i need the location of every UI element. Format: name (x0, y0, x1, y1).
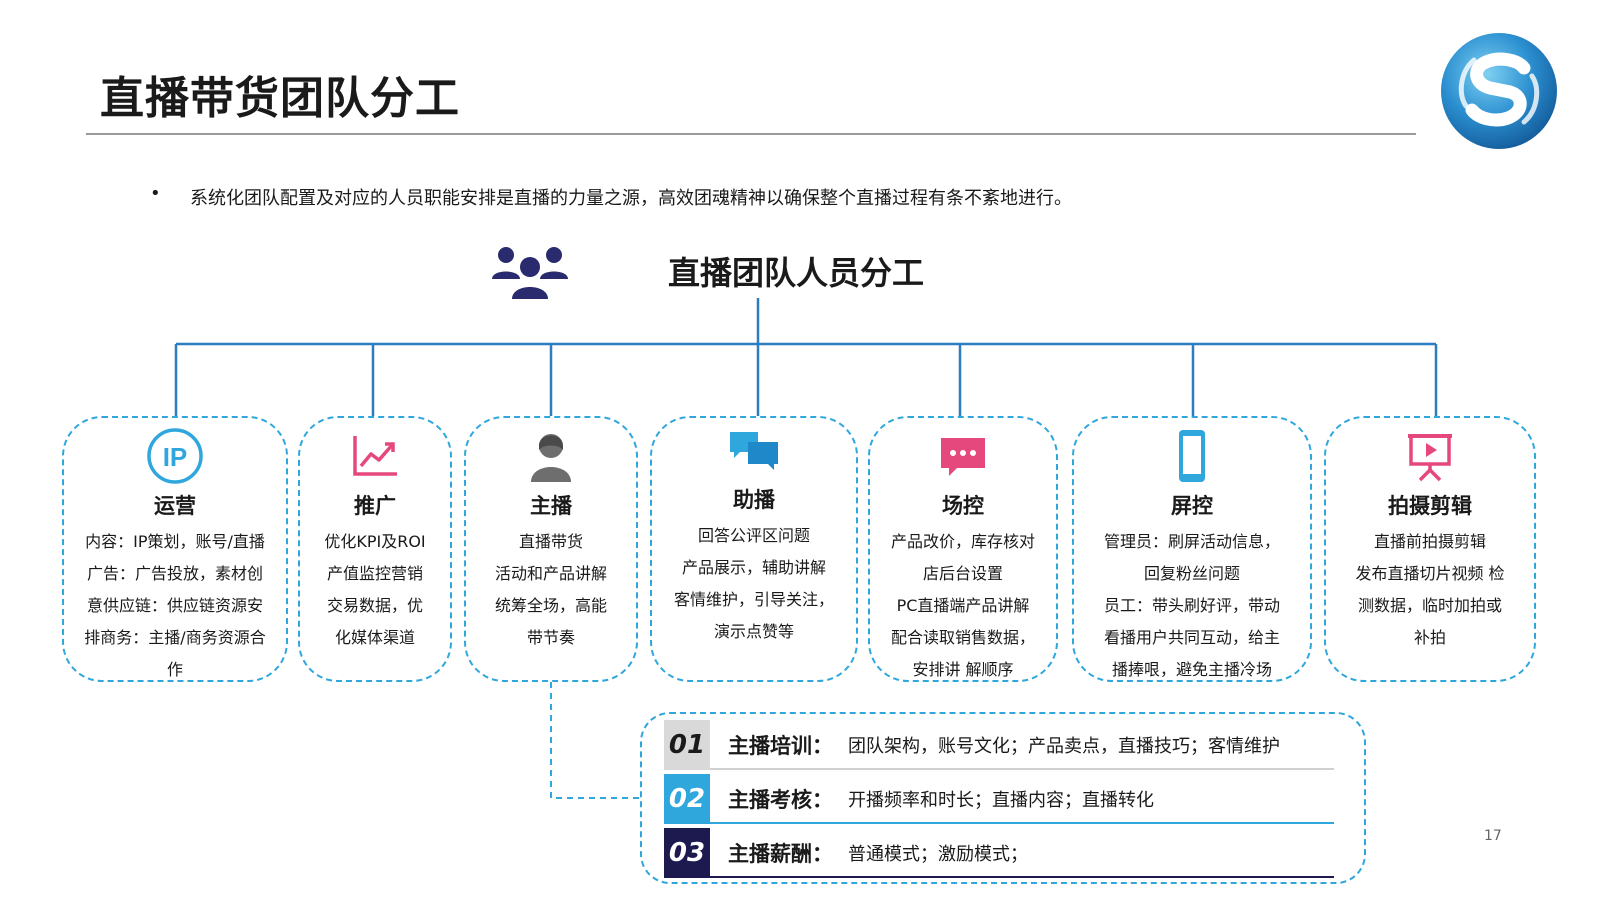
message-icon (941, 438, 985, 476)
video-presentation-icon (1408, 434, 1452, 482)
phone-icon (1179, 430, 1205, 482)
training-label: 主播薪酬： (728, 842, 833, 866)
training-description: 开播频率和时长；直播内容；直播转化 (848, 790, 1154, 811)
role-card-screen-control: 屏控 管理员：刷屏活动信息， 回复粉丝问题 员工：带头刷好评，带动 看播用户共同… (1072, 416, 1312, 682)
role-duty-line: 广告：广告投放，素材创 (86, 564, 263, 583)
row-divider (710, 822, 1334, 824)
role-duty-line: 化媒体渠道 (334, 628, 415, 647)
role-duty-line: 统筹全场，高能 (494, 596, 607, 615)
role-duty-line: 排商务：主播/商务资源合 (84, 628, 266, 647)
training-label: 主播培训： (728, 734, 833, 758)
role-duty-line: 配合读取销售数据， (890, 628, 1035, 647)
ip-icon: IP (147, 428, 203, 484)
company-logo-icon (1441, 33, 1557, 149)
role-duty-line: 活动和产品讲解 (494, 564, 607, 583)
role-duty-line: PC直播端产品讲解 (896, 596, 1030, 615)
role-duty-line: 发布直播切片视频 检 (1355, 564, 1505, 583)
role-duty-line: 意供应链：供应链资源安 (86, 596, 263, 615)
page-number: 17 (1484, 828, 1502, 844)
training-row-assessment: 02 主播考核： 开播频率和时长；直播内容；直播转化 (664, 774, 1334, 824)
bullet: • (150, 183, 161, 204)
role-duty-line: 播捧哏，避免主播冷场 (1111, 660, 1272, 679)
role-duty-line: 回答公评区问题 (697, 526, 810, 545)
svg-text:IP: IP (163, 442, 188, 472)
host-training-panel: 01 主播培训： 团队架构，账号文化；产品卖点，直播技巧；客情维护 02 主播考… (640, 712, 1366, 884)
role-duty-line: 直播带货 (518, 532, 583, 551)
role-duty-line: 客情维护，引导关注， (673, 590, 834, 609)
role-name: 拍摄剪辑 (1388, 494, 1472, 518)
role-duty-line: 安排讲 解顺序 (912, 660, 1014, 679)
role-duty-line: 产品改价，库存核对 (890, 532, 1035, 551)
host-person-icon (531, 434, 571, 482)
role-duty-line: 员工：带头刷好评，带动 (1103, 596, 1280, 615)
role-duty-line: 测数据，临时加拍或 (1357, 596, 1502, 615)
role-duty-line: 作 (166, 660, 183, 679)
training-row-salary: 03 主播薪酬： 普通模式；激励模式； (664, 828, 1334, 878)
role-name: 运营 (154, 494, 196, 518)
role-duty-line: 店后台设置 (922, 564, 1003, 583)
trend-chart-icon (353, 436, 397, 476)
role-card-assistant: 助播 回答公评区问题 产品展示，辅助讲解 客情维护，引导关注， 演示点赞等 (650, 416, 858, 682)
intro-text: 系统化团队配置及对应的人员职能安排是直播的力量之源，高效团魂精神以确保整个直播过… (190, 188, 1072, 209)
training-description: 普通模式；激励模式； (848, 844, 1028, 865)
role-card-field-control: 场控 产品改价，库存核对 店后台设置 PC直播端产品讲解 配合读取销售数据， 安… (868, 416, 1058, 682)
role-card-promotion: 推广 优化KPI及ROI 产值监控营销 交易数据，优 化媒体渠道 (298, 416, 452, 682)
role-duty-line: 带节奏 (526, 628, 575, 647)
role-duty-line: 产值监控营销 (326, 564, 423, 583)
role-duty-line: 交易数据，优 (326, 596, 423, 615)
training-number-badge: 01 (664, 720, 710, 770)
team-people-icon (492, 247, 568, 299)
role-duty-line: 产品展示，辅助讲解 (681, 558, 826, 577)
role-card-operations: IP 运营 内容：IP策划，账号/直播 广告：广告投放，素材创 意供应链：供应链… (62, 416, 288, 682)
row-divider (710, 768, 1334, 770)
role-duty-line: 内容：IP策划，账号/直播 (85, 532, 265, 551)
role-name: 场控 (942, 494, 984, 518)
training-description: 团队架构，账号文化；产品卖点，直播技巧；客情维护 (848, 736, 1280, 757)
role-duty-line: 回复粉丝问题 (1143, 564, 1240, 583)
role-duty-line: 补拍 (1413, 628, 1446, 647)
training-number-badge: 02 (664, 774, 710, 824)
role-name: 推广 (354, 494, 396, 518)
page-title: 直播带货团队分工 (100, 73, 460, 124)
role-card-filming-editing: 拍摄剪辑 直播前拍摄剪辑 发布直播切片视频 检 测数据，临时加拍或 补拍 (1324, 416, 1536, 682)
title-divider (86, 133, 1416, 135)
role-name: 屏控 (1171, 494, 1213, 518)
role-duty-line: 演示点赞等 (713, 622, 794, 641)
role-card-host: 主播 直播带货 活动和产品讲解 统筹全场，高能 带节奏 (464, 416, 638, 682)
row-divider (710, 876, 1334, 878)
role-name: 助播 (733, 488, 775, 512)
role-duty-line: 直播前拍摄剪辑 (1373, 532, 1486, 551)
role-name: 主播 (530, 494, 572, 518)
training-row-training: 01 主播培训： 团队架构，账号文化；产品卖点，直播技巧；客情维护 (664, 720, 1334, 770)
chat-bubbles-icon (730, 432, 778, 470)
role-duty-line: 看播用户共同互动，给主 (1103, 628, 1280, 647)
role-duty-line: 管理员：刷屏活动信息， (1103, 532, 1280, 551)
training-label: 主播考核： (728, 788, 833, 812)
role-duty-line: 优化KPI及ROI (324, 532, 426, 551)
training-number-badge: 03 (664, 828, 710, 878)
diagram-heading: 直播团队人员分工 (668, 254, 925, 292)
